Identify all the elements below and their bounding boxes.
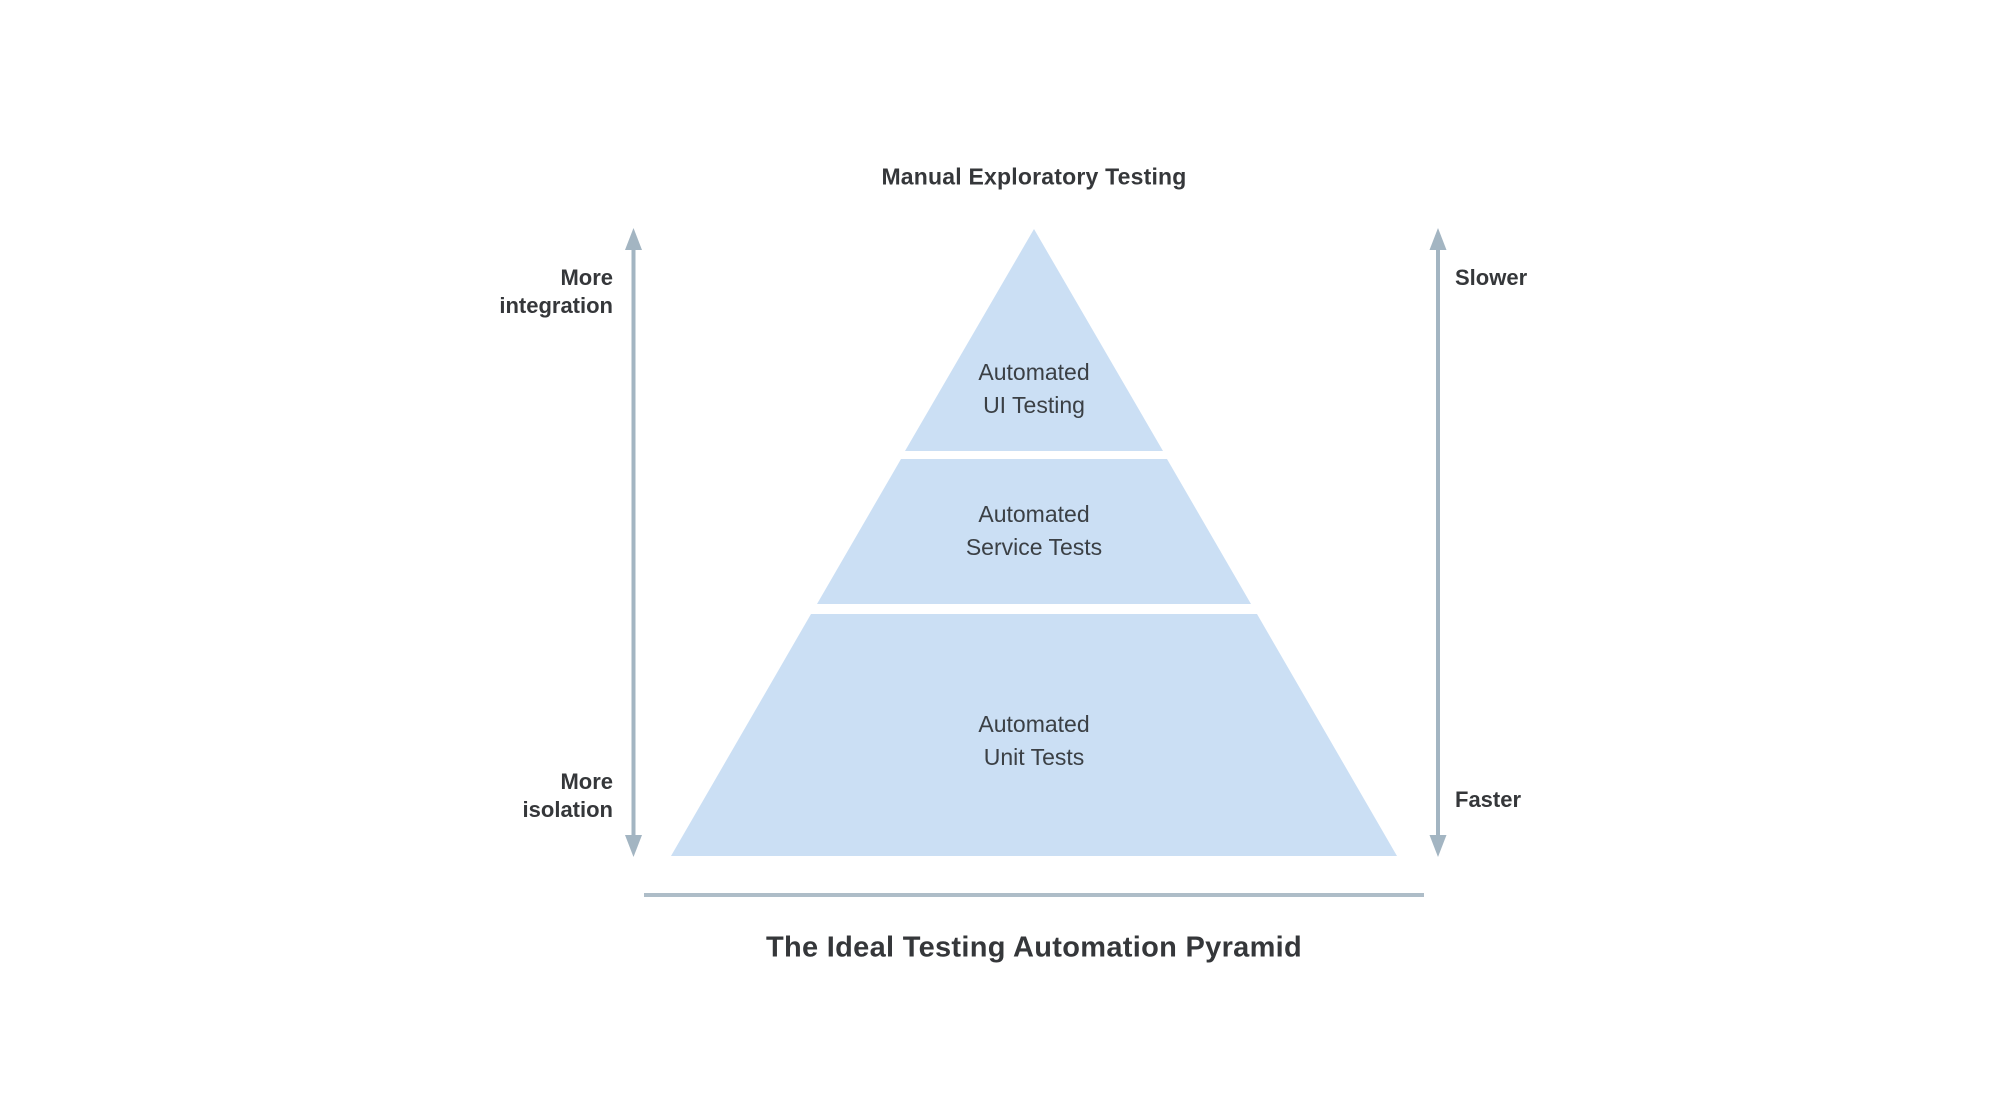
left-axis-top-label: More integration [499, 264, 613, 320]
pyramid-label-line: Automated [978, 501, 1090, 527]
left-axis-label-line: integration [499, 293, 613, 318]
pyramid-label-line: Unit Tests [983, 744, 1085, 770]
left-axis-bottom-label: More isolation [523, 768, 613, 824]
right-arrow-head-top [1429, 228, 1447, 250]
pyramid-level-ui-shape [905, 229, 1163, 451]
left-axis-label-line: More [560, 769, 613, 794]
pyramid-label-line: Service Tests [965, 534, 1103, 560]
left-axis-label-line: More [560, 265, 613, 290]
pyramid-label-line: UI Testing [983, 392, 1085, 418]
right-axis-top-label: Slower [1455, 265, 1528, 290]
pyramid-label-service-tests: Automated Service Tests [966, 498, 1102, 564]
left-axis-arrow [625, 228, 642, 857]
pyramid-label-ui-testing: Automated UI Testing [978, 356, 1089, 422]
pyramid-label-unit-tests: Automated Unit Tests [978, 708, 1089, 774]
right-axis-arrow [1429, 228, 1447, 857]
pyramid-level-service-shape [817, 459, 1251, 604]
left-arrow-head-bottom [625, 835, 642, 857]
right-axis-bottom-label: Faster [1455, 787, 1522, 812]
left-arrow-head-top [625, 228, 642, 250]
pyramid-label-line: Automated [978, 711, 1090, 737]
pyramid-label-line: Automated [978, 359, 1090, 385]
top-label: Manual Exploratory Testing [881, 163, 1187, 190]
pyramid-level-unit-shape [671, 614, 1397, 856]
right-arrow-head-bottom [1429, 835, 1447, 857]
diagram-title: The Ideal Testing Automation Pyramid [765, 931, 1303, 964]
left-axis-label-line: isolation [522, 797, 613, 822]
